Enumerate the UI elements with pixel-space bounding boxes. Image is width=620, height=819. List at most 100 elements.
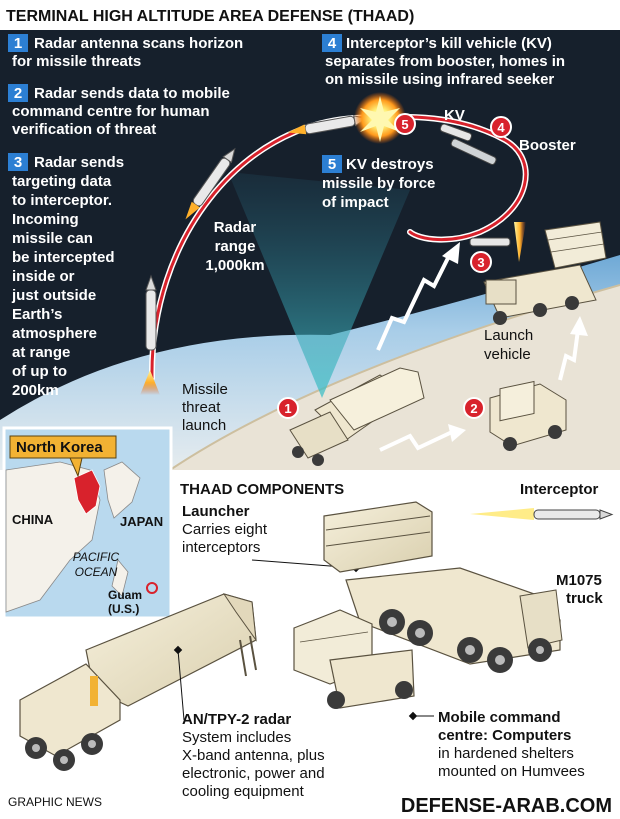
title-bar: [0, 0, 620, 30]
launcher-desc-1: Carries eight: [182, 521, 268, 538]
radar-beam: [228, 172, 410, 398]
north-korea-shape: [73, 469, 101, 515]
missile-ascent: [140, 274, 160, 395]
svg-text:4: 4: [497, 120, 505, 135]
china-label: CHINA: [12, 512, 54, 527]
svg-text:command centre for human: command centre for human: [12, 103, 210, 120]
booster-label: Booster: [519, 137, 576, 154]
svg-text:Launch: Launch: [484, 327, 533, 344]
radar-unit-illustration: [289, 367, 425, 466]
marker-4: 4: [490, 116, 512, 138]
interceptor-illustration: [470, 508, 614, 520]
svg-text:for missile threats: for missile threats: [12, 53, 141, 70]
svg-text:inside or: inside or: [12, 268, 75, 285]
svg-text:3: 3: [14, 154, 22, 171]
missile-threat-label: Missile threat launch: [182, 381, 228, 434]
svg-text:1: 1: [14, 35, 22, 52]
svg-text:5: 5: [401, 117, 408, 132]
launcher-truck-illustration: [323, 501, 563, 673]
watermark: DEFENSE-ARAB.COM: [401, 795, 612, 817]
mainland-asia: [5, 461, 101, 613]
marker-2: 2: [463, 397, 485, 419]
radar-desc-3: electronic, power and: [182, 765, 325, 782]
marker-5: 5: [394, 113, 416, 135]
marker-3: 3: [470, 251, 492, 273]
svg-text:to interceptor.: to interceptor.: [12, 192, 112, 209]
svg-text:2: 2: [14, 85, 22, 102]
svg-text:3: 3: [477, 255, 484, 270]
interceptor-launch: [469, 222, 526, 262]
command-vehicle-illustration: [489, 380, 567, 451]
philippines-shape: [111, 559, 129, 597]
svg-text:of impact: of impact: [322, 194, 389, 211]
datalink-arrowhead-2: [570, 316, 588, 336]
guam-subtitle: (U.S.): [108, 602, 139, 616]
svg-text:targeting data: targeting data: [12, 173, 112, 190]
svg-text:Earth’s: Earth’s: [12, 306, 62, 323]
svg-text:atmosphere: atmosphere: [12, 325, 97, 342]
humvee-illustration: [293, 609, 415, 709]
japan-label: JAPAN: [120, 514, 163, 529]
svg-text:Incoming: Incoming: [12, 211, 79, 228]
kill-vehicle: [439, 123, 472, 142]
components-heading: THAAD COMPONENTS: [180, 481, 344, 498]
truck-label-2: truck: [566, 590, 603, 607]
radar-leader: [177, 649, 185, 721]
svg-text:Interceptor’s kill vehicle (KV: Interceptor’s kill vehicle (KV): [346, 35, 552, 52]
svg-text:1: 1: [284, 401, 291, 416]
trajectory-path: [150, 115, 528, 380]
credit: GRAPHIC NEWS: [8, 795, 102, 809]
svg-text:on missile using infrared seek: on missile using infrared seeker: [325, 71, 554, 88]
radar-desc-4: cooling equipment: [182, 783, 305, 800]
svg-text:of up to: of up to: [12, 363, 67, 380]
radar-range-label: Radar range 1,000km: [205, 219, 264, 274]
missile-mid: [185, 147, 236, 220]
command-desc-2: in hardened shelters: [438, 745, 574, 762]
svg-text:launch: launch: [182, 417, 226, 434]
svg-text:KV destroys: KV destroys: [346, 156, 434, 173]
svg-text:1,000km: 1,000km: [205, 257, 264, 274]
impact-starburst: [360, 96, 400, 142]
datalink-command-to-launcher: [558, 329, 580, 381]
datalink-arrowhead-1: [448, 424, 466, 442]
guam-label: Guam: [108, 588, 142, 602]
svg-text:Radar antenna scans horizon: Radar antenna scans horizon: [34, 35, 243, 52]
step-4: 4 Interceptor’s kill vehicle (KV) separa…: [322, 34, 565, 88]
kv-label: KV: [444, 107, 465, 124]
radar-desc-1: System includes: [182, 729, 291, 746]
north-korea-callout: [9, 435, 117, 459]
svg-text:Radar sends data to mobile: Radar sends data to mobile: [34, 85, 230, 102]
svg-text:just outside: just outside: [11, 287, 96, 304]
marker-1: 1: [277, 397, 299, 419]
step-1: 1 Radar antenna scans horizon for missil…: [8, 34, 243, 70]
map-inset: North Korea CHINA JAPAN PACIFIC OCEAN Gu…: [2, 426, 173, 620]
svg-text:at range: at range: [12, 344, 70, 361]
radar-title: AN/TPY-2 radar: [182, 711, 291, 728]
svg-text:missile can: missile can: [12, 230, 93, 247]
step-5: 5 KV destroys missile by force of impact: [322, 155, 435, 211]
command-title: Mobile command: [438, 709, 561, 726]
svg-text:Radar: Radar: [214, 219, 257, 236]
launcher-desc-2: interceptors: [182, 539, 260, 556]
svg-text:Missile: Missile: [182, 381, 228, 398]
svg-text:separates from booster, homes: separates from booster, homes in: [325, 53, 565, 70]
launch-vehicle-label: Launch vehicle: [484, 327, 533, 363]
command-desc-3: mounted on Humvees: [438, 763, 585, 780]
radar-illustration: [19, 593, 257, 771]
svg-text:verification of threat: verification of threat: [12, 121, 156, 138]
svg-text:vehicle: vehicle: [484, 346, 531, 363]
launch-vehicle-illustration: [483, 221, 607, 325]
launcher-title: Launcher: [182, 503, 250, 520]
svg-text:5: 5: [328, 156, 336, 173]
booster: [450, 138, 497, 165]
pacific-label-1: PACIFIC: [73, 550, 120, 564]
radar-desc-2: X-band antenna, plus: [182, 747, 325, 764]
datalink-radar-to-command: [379, 430, 453, 452]
japan-shape: [103, 461, 141, 519]
svg-text:range: range: [215, 238, 256, 255]
guam-marker: [146, 582, 158, 594]
svg-text:Radar sends: Radar sends: [34, 154, 124, 171]
pacific-label-2: OCEAN: [75, 565, 118, 579]
